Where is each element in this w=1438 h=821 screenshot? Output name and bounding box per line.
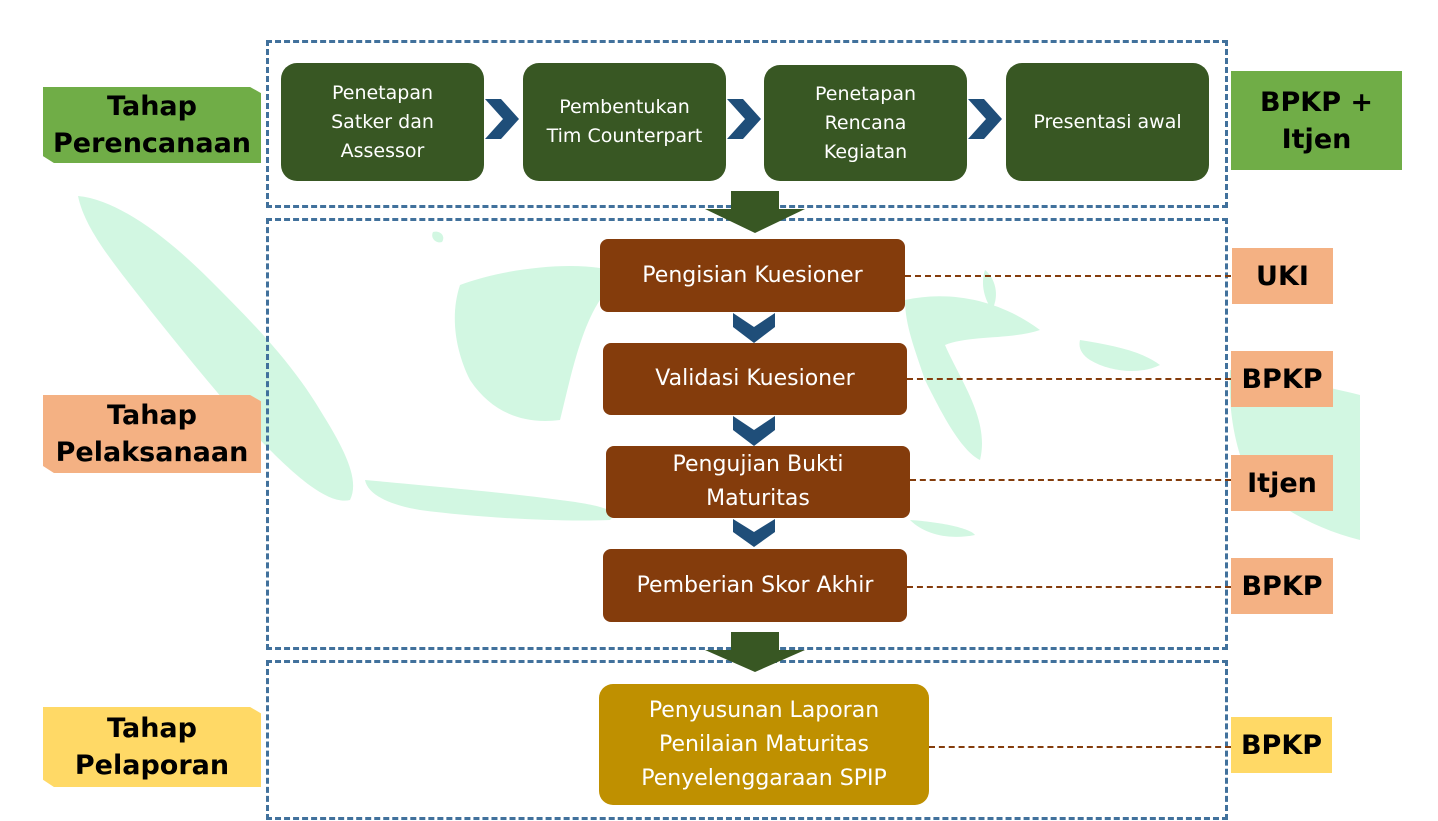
stage-label-perencanaan: Tahap Perencanaan (43, 87, 261, 163)
map-island-halmahera (982, 270, 996, 310)
execution-actor-1: UKI (1232, 248, 1333, 304)
execution-actor-4: BPKP (1231, 558, 1333, 614)
reporting-actor: BPKP (1231, 717, 1332, 773)
planning-step-3: Penetapan Rencana Kegiatan (764, 65, 967, 181)
map-island-maluku (1079, 340, 1160, 372)
map-island-kalimantan (454, 265, 600, 421)
map-island-sumatra (78, 196, 354, 501)
planning-step-1: Penetapan Satker dan Assessor (281, 63, 484, 181)
stage-arrow-down-icon (705, 191, 805, 233)
execution-actor-2: BPKP (1231, 351, 1333, 407)
connector-line (907, 378, 1231, 380)
chevron-down-icon (733, 313, 775, 343)
execution-step-1: Pengisian Kuesioner (600, 239, 905, 312)
stage-arrow-down-icon (705, 632, 805, 672)
connector-line (910, 479, 1231, 481)
planning-step-2: Pembentukan Tim Counterpart (523, 63, 726, 181)
map-island-sulawesi (905, 296, 1040, 460)
stage-label-pelaksanaan: Tahap Pelaksanaan (43, 395, 261, 473)
map-island-java (365, 480, 613, 521)
map-island-nusatenggara (910, 520, 975, 537)
planning-step-4: Presentasi awal (1006, 63, 1209, 181)
execution-step-3: Pengujian Bukti Maturitas (606, 446, 910, 518)
chevron-right-icon (968, 99, 1002, 139)
connector-line (907, 586, 1231, 588)
execution-actor-3: Itjen (1231, 455, 1333, 511)
chevron-right-icon (485, 99, 519, 139)
execution-step-4: Pemberian Skor Akhir (603, 549, 907, 622)
connector-line (929, 746, 1231, 748)
stage-label-pelaporan: Tahap Pelaporan (43, 707, 261, 787)
map-island-small (432, 231, 444, 243)
chevron-right-icon (727, 99, 761, 139)
chevron-down-icon (733, 416, 775, 446)
connector-line (905, 275, 1231, 277)
execution-step-2: Validasi Kuesioner (603, 343, 907, 415)
planning-actor-label: BPKP + Itjen (1231, 71, 1402, 170)
reporting-step: Penyusunan Laporan Penilaian Maturitas P… (599, 684, 929, 805)
chevron-down-icon (733, 519, 775, 547)
